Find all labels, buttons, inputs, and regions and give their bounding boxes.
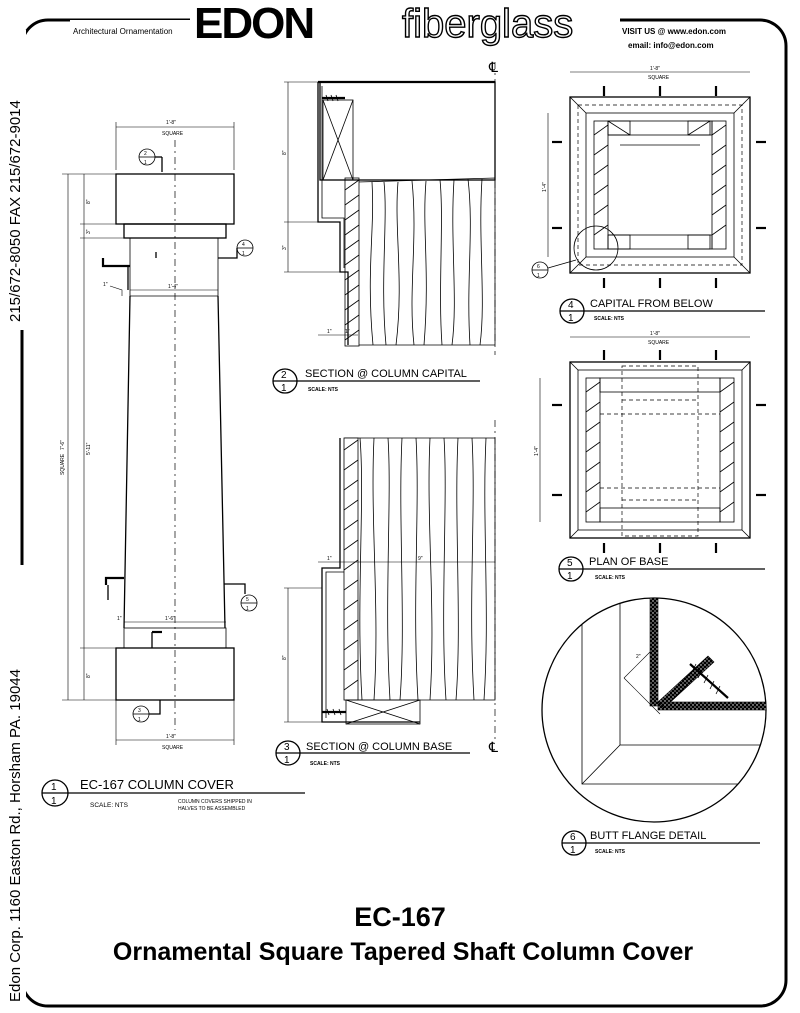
product-code: EC-167: [354, 902, 446, 932]
section-base: ℄ 1" 9" 8": [282, 420, 498, 755]
svg-text:1": 1": [327, 556, 332, 562]
capital-plan: 1'-8" SQUARE: [531, 66, 766, 288]
svg-text:9": 9": [418, 556, 423, 562]
svg-text:5'-11": 5'-11": [86, 442, 92, 455]
svg-text:1: 1: [246, 606, 249, 612]
butt-flange-detail: 2": [541, 597, 767, 823]
column-elevation: 1'-8" SQUARE 2 1 1'-4" 1" 4 1: [60, 120, 258, 751]
svg-text:5: 5: [567, 558, 573, 569]
view-title-2: 2 1 SECTION @ COLUMN CAPITAL SCALE: NTS: [272, 368, 480, 394]
svg-text:SECTION @ COLUMN CAPITAL: SECTION @ COLUMN CAPITAL: [305, 368, 467, 380]
svg-text:4: 4: [568, 300, 574, 311]
svg-text:SCALE: NTS: SCALE: NTS: [90, 802, 129, 809]
phone-text: 215/672-8050 FAX 215/672-9014: [7, 100, 24, 322]
brand-logo: EDON: [194, 0, 313, 48]
sheet-border: [20, 18, 788, 1008]
svg-text:SCALE: NTS: SCALE: NTS: [594, 316, 625, 322]
svg-text:1: 1: [144, 160, 147, 166]
svg-text:SCALE: NTS: SCALE: NTS: [595, 575, 626, 581]
svg-text:SQUARE: SQUARE: [60, 453, 66, 475]
svg-text:1": 1": [327, 329, 332, 335]
svg-text:3: 3: [138, 708, 141, 714]
svg-text:6: 6: [537, 264, 540, 270]
base-plan: 1'-8" SQUARE: [534, 331, 766, 553]
svg-text:1: 1: [281, 383, 287, 394]
svg-text:1: 1: [51, 782, 57, 793]
svg-text:1": 1": [345, 329, 350, 335]
svg-text:CAPITAL FROM BELOW: CAPITAL FROM BELOW: [590, 298, 713, 310]
svg-text:1": 1": [117, 616, 122, 622]
tagline: Architectural Ornamentation: [73, 27, 173, 36]
svg-text:BUTT FLANGE DETAIL: BUTT FLANGE DETAIL: [590, 830, 706, 842]
svg-text:1: 1: [138, 717, 141, 723]
svg-text:SQUARE: SQUARE: [648, 340, 670, 346]
svg-text:1'-8": 1'-8": [166, 120, 176, 126]
email-text: email: info@edon.com: [628, 41, 714, 50]
svg-text:1: 1: [537, 273, 540, 279]
svg-text:1: 1: [568, 313, 574, 324]
svg-text:2: 2: [144, 151, 147, 157]
view-title-3: 3 1 SECTION @ COLUMN BASE SCALE: NTS: [275, 740, 470, 767]
product-title: Ornamental Square Tapered Shaft Column C…: [113, 938, 693, 966]
view-title-5: 5 1 PLAN OF BASE SCALE: NTS: [558, 556, 765, 582]
svg-text:SECTION @ COLUMN BASE: SECTION @ COLUMN BASE: [306, 741, 452, 753]
svg-text:℄: ℄: [488, 59, 498, 75]
svg-text:5: 5: [246, 597, 249, 603]
view-title-1: 1 1 EC-167 COLUMN COVER SCALE: NTS COLUM…: [41, 777, 305, 812]
svg-text:2": 2": [636, 654, 641, 660]
svg-text:1: 1: [284, 755, 290, 766]
svg-text:HALVES TO BE ASSEMBLED: HALVES TO BE ASSEMBLED: [178, 806, 246, 812]
svg-text:7'-6": 7'-6": [60, 440, 66, 450]
tapered-shaft: [123, 295, 226, 629]
capital-block: [115, 173, 235, 225]
svg-text:8": 8": [282, 150, 288, 155]
base-block: [115, 647, 235, 701]
svg-text:3": 3": [86, 229, 92, 234]
svg-text:1'-6": 1'-6": [165, 616, 175, 622]
svg-text:1: 1: [51, 796, 57, 807]
svg-text:EC-167 COLUMN COVER: EC-167 COLUMN COVER: [80, 777, 234, 792]
section-capital: ℄ 8" 3" 1" 1": [282, 59, 498, 355]
svg-text:COLUMN COVERS SHIPPED IN: COLUMN COVERS SHIPPED IN: [178, 799, 252, 805]
svg-text:1'-4": 1'-4": [168, 284, 178, 290]
svg-text:1: 1: [567, 571, 573, 582]
address-text: Edon Corp. 1160 Easton Rd., Horsham PA. …: [7, 669, 24, 1002]
svg-text:1'-4": 1'-4": [542, 182, 548, 192]
header: Architectural Ornamentation EDON fibergl…: [70, 0, 726, 50]
svg-text:6: 6: [570, 832, 576, 843]
view-title-4: 4 1 CAPITAL FROM BELOW SCALE: NTS: [559, 298, 765, 324]
svg-text:1'-4": 1'-4": [534, 446, 540, 456]
brand-suffix-logo: fiberglass: [402, 2, 573, 46]
svg-text:1: 1: [570, 845, 576, 856]
svg-text:1'-8": 1'-8": [650, 331, 660, 337]
visit-text: VISIT US @ www.edon.com: [622, 27, 726, 36]
svg-text:SQUARE: SQUARE: [162, 131, 184, 137]
svg-text:3": 3": [282, 245, 288, 250]
svg-text:SCALE: NTS: SCALE: NTS: [310, 761, 341, 767]
svg-text:℄: ℄: [488, 739, 498, 755]
svg-text:2: 2: [281, 370, 287, 381]
svg-text:8": 8": [86, 199, 92, 204]
svg-text:4: 4: [242, 242, 245, 248]
svg-text:1: 1: [242, 251, 245, 257]
svg-text:SCALE: NTS: SCALE: NTS: [595, 849, 626, 855]
svg-text:SQUARE: SQUARE: [648, 75, 670, 81]
svg-text:8": 8": [282, 655, 288, 660]
svg-text:PLAN OF BASE: PLAN OF BASE: [589, 556, 668, 568]
svg-text:8": 8": [86, 673, 92, 678]
svg-text:SCALE: NTS: SCALE: NTS: [308, 387, 339, 393]
svg-text:1'-8": 1'-8": [650, 66, 660, 72]
svg-text:3: 3: [284, 742, 290, 753]
svg-text:SQUARE: SQUARE: [162, 745, 184, 751]
view-title-6: 6 1 BUTT FLANGE DETAIL SCALE: NTS: [561, 830, 760, 856]
svg-text:1": 1": [103, 282, 108, 288]
svg-text:1'-8": 1'-8": [166, 734, 176, 740]
